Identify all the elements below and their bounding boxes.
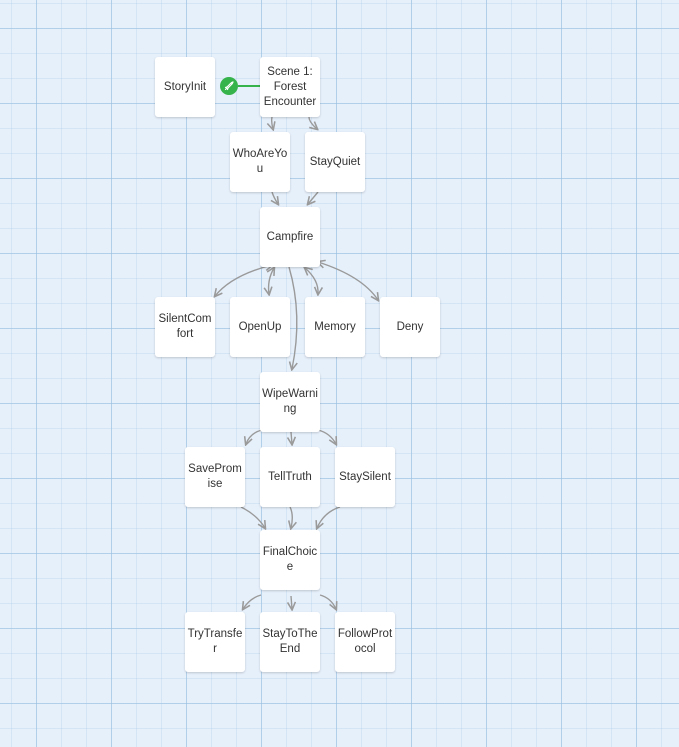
passage-label: TryTransfer bbox=[187, 628, 243, 655]
passage-savepromise[interactable]: SavePromise bbox=[185, 447, 245, 507]
passage-scene-1[interactable]: Scene 1: Forest Encounter bbox=[260, 57, 320, 117]
passage-label: Scene 1: Forest Encounter bbox=[263, 65, 317, 108]
passage-label: StaySilent bbox=[339, 470, 391, 483]
passage-label: StoryInit bbox=[163, 80, 207, 93]
link-scene1-to-stayquiet bbox=[308, 116, 317, 129]
passage-deny[interactable]: Deny bbox=[380, 297, 440, 357]
link-campfire-to-openup bbox=[269, 268, 274, 294]
passage-finalchoice[interactable]: FinalChoice bbox=[260, 530, 320, 590]
link-campfire-to-wipewarning bbox=[288, 266, 297, 369]
link-wipewarning-to-savepromise bbox=[246, 429, 263, 444]
passage-label: StayQuiet bbox=[309, 155, 361, 168]
link-finalchoice-to-followprotocol bbox=[319, 594, 336, 609]
passage-label: FollowProtocol bbox=[337, 628, 393, 655]
rocket-icon bbox=[220, 77, 238, 95]
passage-label: FinalChoice bbox=[262, 546, 318, 573]
passage-campfire[interactable]: Campfire bbox=[260, 207, 320, 267]
passage-stayquiet[interactable]: StayQuiet bbox=[305, 132, 365, 192]
passage-openup[interactable]: OpenUp bbox=[230, 297, 290, 357]
link-wipewarning-to-staysilent bbox=[317, 429, 336, 444]
link-whoareyou-to-campfire bbox=[272, 191, 278, 204]
link-wipewarning-to-telltruth bbox=[291, 431, 292, 444]
passage-label: WhoAreYou bbox=[232, 148, 288, 175]
passage-trytransfer[interactable]: TryTransfer bbox=[185, 612, 245, 672]
passage-memory[interactable]: Memory bbox=[305, 297, 365, 357]
link-scene1-to-whoareyou bbox=[272, 116, 273, 129]
link-finalchoice-to-staytotheend bbox=[291, 595, 292, 609]
passage-wipewarning[interactable]: WipeWarning bbox=[260, 372, 320, 432]
passage-label: TellTruth bbox=[268, 470, 312, 483]
passage-label: StayToTheEnd bbox=[262, 628, 318, 655]
passage-staysilent[interactable]: StaySilent bbox=[335, 447, 395, 507]
passage-label: OpenUp bbox=[238, 320, 282, 333]
passage-label: Campfire bbox=[266, 230, 314, 243]
passage-storyinit[interactable]: StoryInit bbox=[155, 57, 215, 117]
passage-telltruth[interactable]: TellTruth bbox=[260, 447, 320, 507]
link-campfire-to-memory bbox=[305, 268, 318, 294]
link-finalchoice-to-trytransfer bbox=[243, 594, 262, 609]
link-savepromise-to-finalchoice bbox=[240, 506, 265, 528]
link-campfire-to-silentcomfort bbox=[215, 265, 272, 296]
passage-label: SavePromise bbox=[188, 463, 242, 490]
passage-label: Memory bbox=[314, 320, 356, 333]
link-telltruth-to-finalchoice bbox=[290, 506, 292, 528]
passage-silentcomfort[interactable]: SilentComfort bbox=[155, 297, 215, 357]
link-stayquiet-to-campfire bbox=[308, 191, 319, 204]
passage-staytotheend[interactable]: StayToTheEnd bbox=[260, 612, 320, 672]
passage-followprotocol[interactable]: FollowProtocol bbox=[335, 612, 395, 672]
link-staysilent-to-finalchoice bbox=[317, 506, 341, 528]
link-campfire-to-deny bbox=[318, 262, 378, 300]
passage-label: SilentComfort bbox=[158, 313, 212, 340]
passage-label: Deny bbox=[396, 320, 424, 333]
passage-whoareyou[interactable]: WhoAreYou bbox=[230, 132, 290, 192]
passage-label: WipeWarning bbox=[262, 388, 318, 415]
